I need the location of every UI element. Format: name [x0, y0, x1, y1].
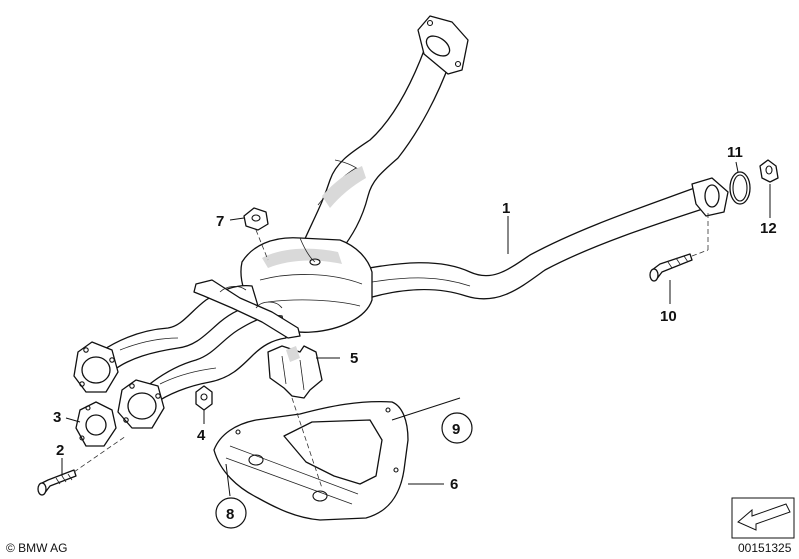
callouts: 1 2 3 4 5 6 7 8 9 10 11 12 — [53, 144, 777, 529]
pipe-bracket — [193, 279, 301, 339]
heat-shield-part-6 — [213, 397, 409, 521]
twin-downpipes — [73, 284, 287, 429]
bolt-part-2 — [37, 435, 127, 496]
callout-8-circle — [215, 497, 247, 529]
rubber-mount-part-5 — [267, 345, 323, 399]
copyright-text: © BMW AG — [6, 541, 68, 555]
callout-2: 2 — [56, 442, 64, 459]
callout-8: 8 — [226, 506, 234, 523]
gasket-part-3 — [75, 401, 117, 447]
bolt-part-10 — [649, 210, 709, 282]
callout-11: 11 — [727, 144, 743, 161]
nut-part-7 — [243, 207, 269, 261]
callout-3: 3 — [53, 409, 61, 426]
callout-9: 9 — [452, 421, 460, 438]
leader-lines — [61, 161, 771, 497]
nut-part-12 — [759, 159, 779, 183]
callout-7: 7 — [216, 213, 224, 230]
direction-arrow-icon — [731, 497, 795, 539]
front-pipe — [299, 15, 469, 253]
catalytic-converter — [240, 237, 373, 333]
nut-part-4 — [195, 385, 213, 411]
callout-4: 4 — [197, 427, 206, 444]
callout-9-circle — [441, 412, 473, 444]
callout-5: 5 — [350, 350, 358, 367]
callout-6: 6 — [450, 476, 458, 493]
ring-gasket-part-11 — [729, 171, 751, 205]
callout-10: 10 — [660, 308, 677, 325]
rear-pipe — [357, 177, 729, 301]
callout-1: 1 — [502, 200, 510, 217]
image-number: 00151325 — [738, 541, 792, 555]
callout-12: 12 — [760, 220, 777, 237]
